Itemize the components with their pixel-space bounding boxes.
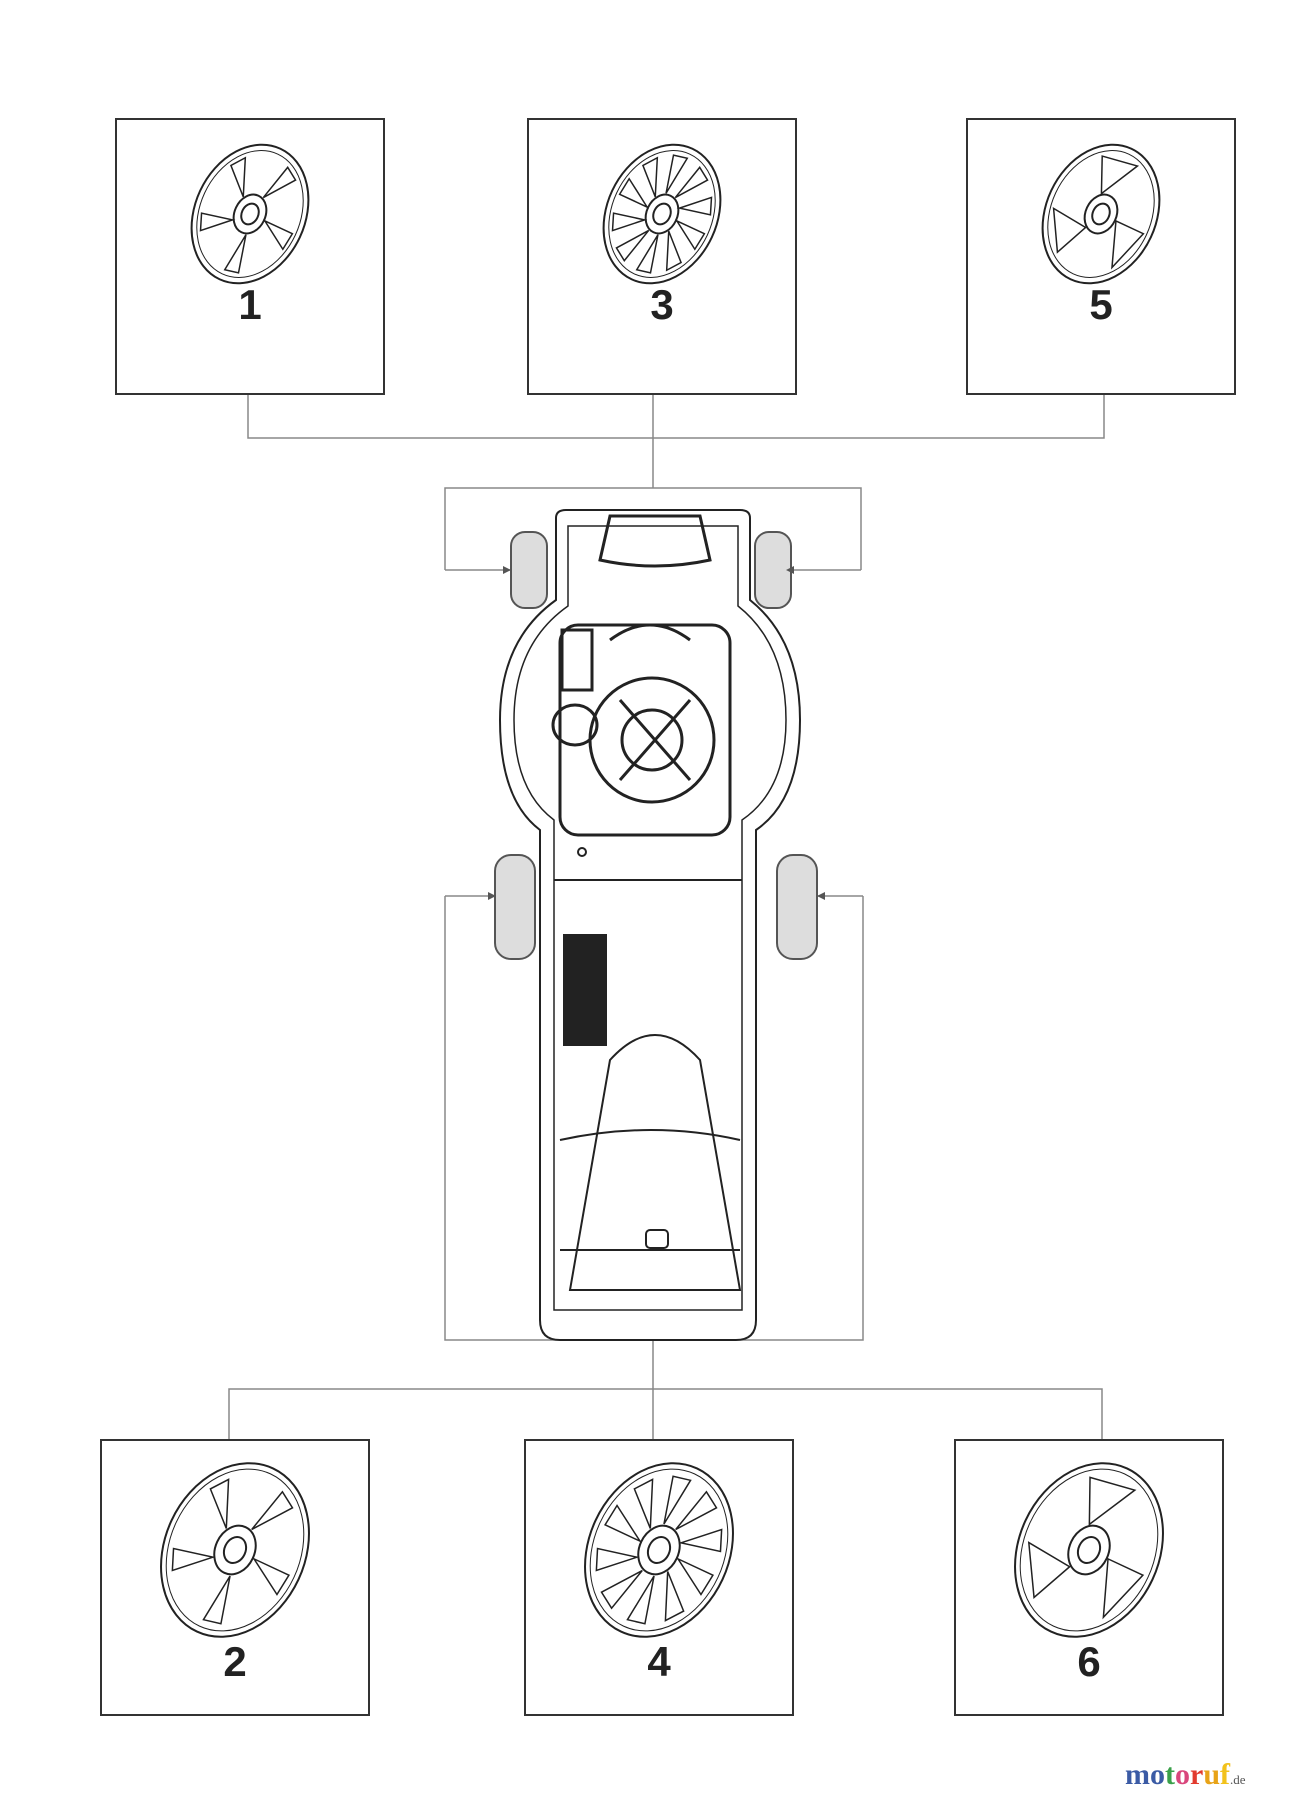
engine [551,623,732,837]
part-box-5[interactable]: 5 [966,118,1236,395]
watermark-letter: o [1150,1758,1165,1791]
part-box-6[interactable]: 6 [954,1439,1224,1716]
part-number: 3 [650,281,673,328]
wheel-cover-icon [1041,143,1161,285]
warning-labels [563,934,607,1046]
part-number: 4 [647,1638,671,1685]
wheel-cover-icon [160,1462,310,1638]
part-box-1[interactable]: 1 [115,118,385,395]
connector-lines [228,395,1105,1440]
watermark-suffix: .de [1230,1772,1246,1787]
part-box-3[interactable]: 3 [527,118,797,395]
wheel-cover-icon [602,143,722,285]
part-box-frame [966,118,1236,395]
part-number: 6 [1077,1638,1100,1685]
part-number: 1 [238,281,261,328]
wheel-cover-icon [190,143,310,285]
watermark-letter: o [1175,1758,1190,1791]
part-number: 2 [223,1638,246,1685]
part-box-frame [100,1439,370,1716]
part-box-frame [524,1439,794,1716]
part-box-frame [115,118,385,395]
wheel-rear-left [494,854,536,960]
motoruf-watermark-logo: motoruf.de [1125,1758,1246,1792]
watermark-letter: u [1203,1758,1221,1791]
part-box-frame [527,118,797,395]
wheel-cover-icon [584,1462,734,1638]
part-box-2[interactable]: 2 [100,1439,370,1716]
wheel-front-left [510,531,548,609]
front-grille [598,514,712,568]
watermark-letter: t [1165,1758,1175,1791]
wheel-rear-right [776,854,818,960]
wheel-cover-icon [1014,1462,1164,1638]
watermark-letter: r [1190,1758,1204,1791]
watermark-letter: m [1125,1758,1150,1791]
part-box-4[interactable]: 4 [524,1439,794,1716]
wheel-front-right [754,531,792,609]
part-box-frame [954,1439,1224,1716]
watermark-letter: f [1220,1758,1231,1791]
part-number: 5 [1089,281,1112,328]
lawn-mower-top-view [498,509,802,1341]
